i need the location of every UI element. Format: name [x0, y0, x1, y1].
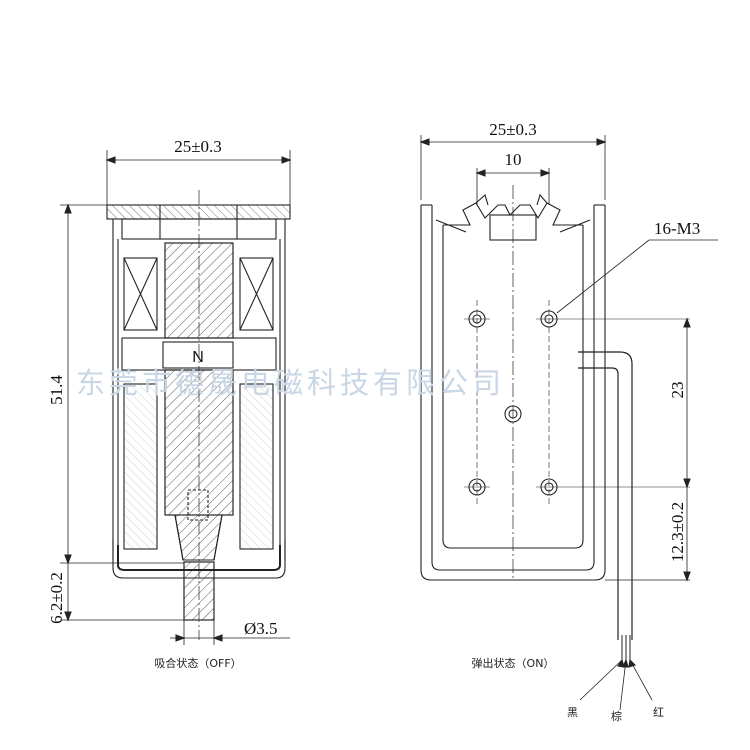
left-width-dim: 25±0.3	[174, 137, 222, 156]
watermark: 东莞市德晟电磁科技有限公司	[76, 366, 505, 400]
wire-color-brown: 棕	[611, 709, 622, 723]
left-stroke-dim: 6.2±0.2	[47, 572, 66, 624]
left-view-off	[60, 150, 292, 645]
hole-offset-dim: 12.3±0.2	[668, 502, 687, 562]
left-caption: 吸合状态（OFF）	[154, 656, 241, 670]
pole-label: N	[192, 349, 204, 366]
wire-color-black: 黑	[567, 706, 578, 719]
shaft-diameter-dim: Ø3.5	[244, 619, 278, 638]
wire-color-red: 红	[653, 706, 664, 719]
right-caption: 弹出状态（ON）	[472, 656, 555, 670]
left-height-dim: 51.4	[47, 375, 66, 405]
right-inner-dim: 10	[505, 150, 522, 169]
right-width-dim: 25±0.3	[489, 120, 537, 139]
hole-spacing-dim: 23	[668, 382, 687, 399]
right-view-on	[419, 135, 718, 711]
thread-label: 16-M3	[654, 219, 700, 238]
